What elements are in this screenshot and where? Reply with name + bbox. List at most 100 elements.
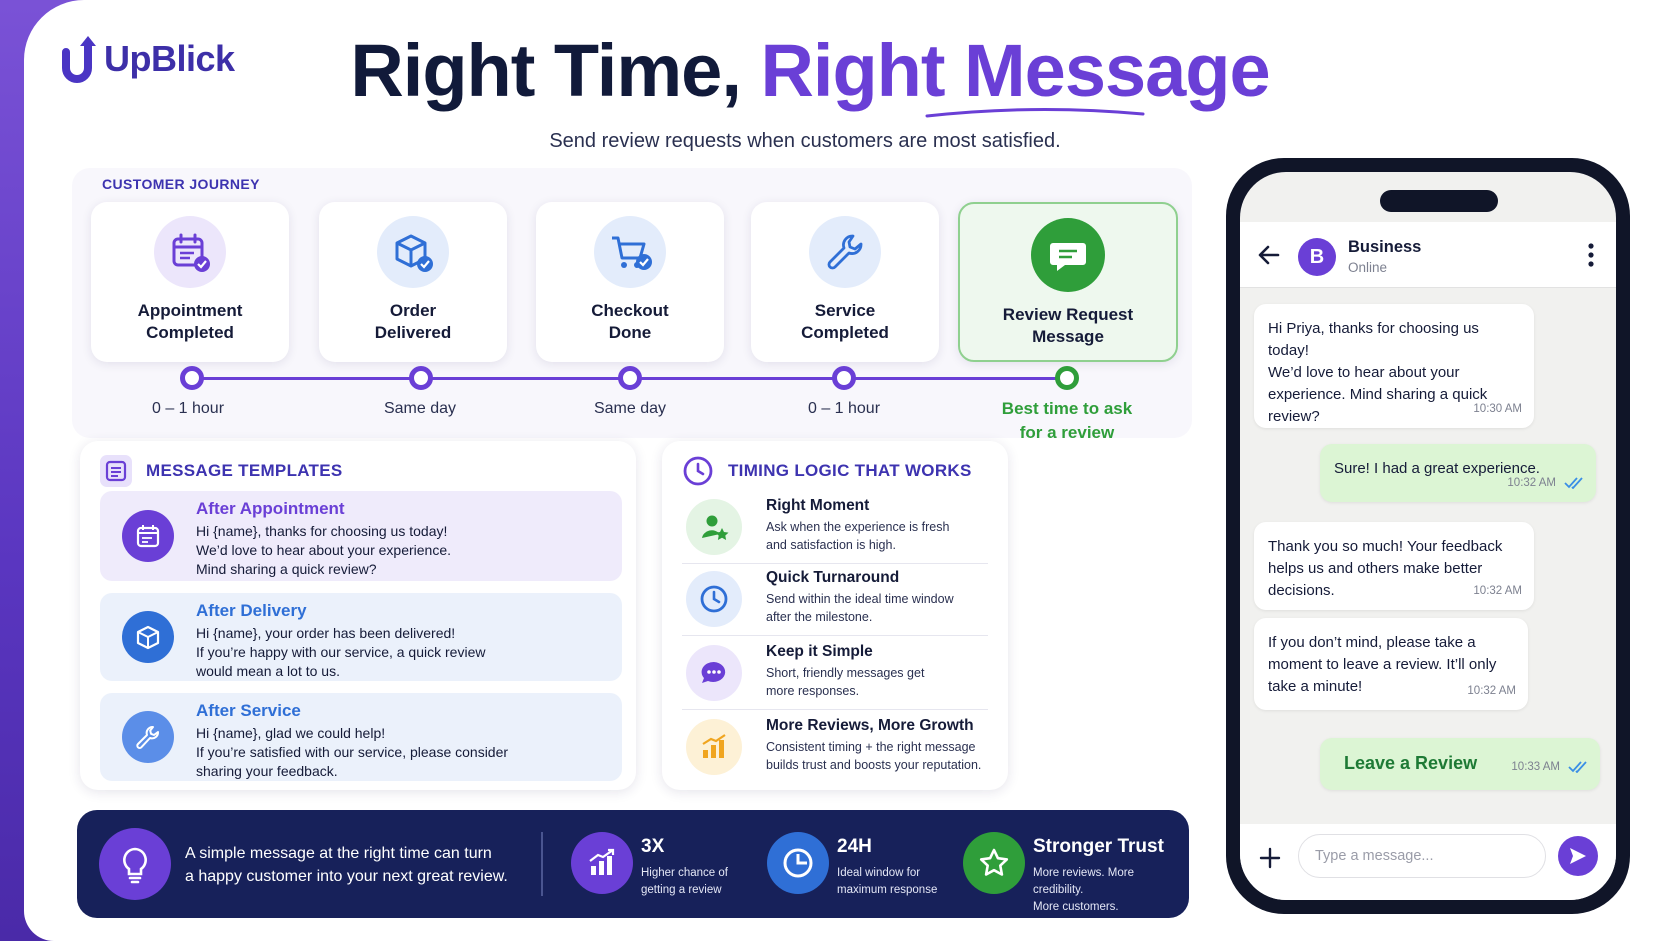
timing-label: Same day <box>383 400 457 417</box>
stat-title: 24H <box>837 836 872 857</box>
template-after-appointment[interactable]: After Appointment Hi {name}, thanks for … <box>100 491 622 581</box>
stage-appointment-completed: Appointment Completed <box>91 202 289 362</box>
templates-icon <box>100 455 132 487</box>
message-time: 10:30 AM <box>1473 403 1522 415</box>
timing-label: 0 – 1 hour <box>807 400 881 417</box>
message-templates-panel: MESSAGE TEMPLATES After Appointment Hi {… <box>80 441 636 790</box>
stat-24h: 24H Ideal window for maximum response <box>767 830 947 898</box>
package-check-icon <box>377 216 449 288</box>
message-time: 10:32 AM <box>1473 585 1522 597</box>
message-input[interactable] <box>1298 834 1546 878</box>
stage-label: Order Delivered <box>374 301 452 342</box>
stat-body: Higher chance of getting a review <box>641 867 728 896</box>
message-text: If you don’t mind, please take a moment … <box>1268 634 1497 695</box>
stage-service-completed: Service Completed <box>751 202 939 362</box>
phone-notch <box>1380 190 1498 212</box>
phone-mockup: B Business Online Hi Priya, thanks for c… <box>1226 158 1630 914</box>
logic-title: Quick Turnaround <box>766 569 900 586</box>
stage-label: Appointment Completed <box>137 301 243 342</box>
timeline-dot <box>409 366 433 390</box>
contact-name: Business <box>1348 238 1422 256</box>
template-body: Hi {name}, your order has been delivered… <box>196 625 486 679</box>
title-part-1: Right Time, <box>350 29 761 112</box>
logic-title: Keep it Simple <box>766 643 873 660</box>
calendar-icon <box>122 510 174 562</box>
template-title: After Appointment <box>196 499 345 518</box>
page-subtitle: Send review requests when customers are … <box>549 130 1061 152</box>
logic-more-reviews: More Reviews, More Growth Consistent tim… <box>682 711 988 781</box>
chat-message-icon <box>1031 218 1105 292</box>
message-text: Thank you so much! Your feedback helps u… <box>1268 538 1503 599</box>
template-body: Hi {name}, glad we could help! If you’re… <box>196 725 509 779</box>
stage-label: Service Completed <box>801 301 889 342</box>
logic-right-moment: Right Moment Ask when the experience is … <box>682 491 988 561</box>
stage-order-delivered: Order Delivered <box>319 202 507 362</box>
message-bubble-incoming: Thank you so much! Your feedback helps u… <box>1254 522 1534 610</box>
template-title: After Service <box>196 701 301 720</box>
cart-check-icon <box>594 216 666 288</box>
back-arrow-icon[interactable] <box>1256 242 1282 268</box>
user-star-icon <box>686 499 742 555</box>
plus-icon[interactable] <box>1258 846 1282 870</box>
title-underline <box>925 107 1145 118</box>
more-options-icon[interactable] <box>1588 242 1594 268</box>
timeline-dot <box>180 366 204 390</box>
contact-avatar: B <box>1298 238 1336 276</box>
bottom-banner: A simple message at the right time can t… <box>77 810 1189 918</box>
message-text: Hi Priya, thanks for choosing us today! … <box>1268 320 1488 425</box>
star-badge-icon <box>963 832 1025 894</box>
message-bubble-incoming: If you don’t mind, please take a moment … <box>1254 618 1528 710</box>
message-time: 10:32 AM <box>1507 472 1584 494</box>
chat-header: B Business Online <box>1240 222 1616 288</box>
package-icon <box>122 611 174 663</box>
message-time: 10:33 AM <box>1511 756 1588 778</box>
stat-body: Ideal window for maximum response <box>837 867 938 896</box>
clock-icon <box>686 571 742 627</box>
stat-stronger-trust: Stronger Trust More reviews. More credib… <box>963 830 1183 913</box>
divider <box>682 709 988 710</box>
wrench-icon <box>809 216 881 288</box>
stat-body: More reviews. More credibility. More cus… <box>1033 867 1134 913</box>
send-button[interactable] <box>1558 836 1598 876</box>
bar-chart-icon <box>686 719 742 775</box>
logic-title: More Reviews, More Growth <box>766 717 974 734</box>
message-text: Sure! I had a great experience. <box>1334 460 1540 477</box>
stage-label: Checkout Done <box>591 301 669 342</box>
banner-divider <box>541 832 543 896</box>
growth-chart-icon <box>571 832 633 894</box>
message-time: 10:32 AM <box>1467 685 1516 697</box>
template-body: Hi {name}, thanks for choosing us today!… <box>196 523 452 577</box>
template-after-delivery[interactable]: After Delivery Hi {name}, your order has… <box>100 593 622 681</box>
banner-message: A simple message at the right time can t… <box>185 845 508 885</box>
title-part-2: Right Message <box>760 29 1270 112</box>
clock-icon <box>683 456 713 486</box>
leave-review-button[interactable]: Leave a Review 10:33 AM <box>1320 738 1600 790</box>
send-icon <box>1570 848 1586 864</box>
stage-checkout-done: Checkout Done <box>536 202 724 362</box>
logic-title: Right Moment <box>766 497 870 514</box>
panel-header: TIMING LOGIC THAT WORKS <box>682 455 972 487</box>
phone-screen: B Business Online Hi Priya, thanks for c… <box>1240 172 1616 900</box>
chat-bubble-icon <box>686 645 742 701</box>
logic-body: Consistent timing + the right message bu… <box>766 740 982 772</box>
template-title: After Delivery <box>196 601 307 620</box>
stage-review-request-message: Review Request Message <box>958 202 1178 362</box>
logic-body: Send within the ideal time window after … <box>766 592 954 624</box>
panel-title: MESSAGE TEMPLATES <box>146 461 343 480</box>
brand-name: UpBlick <box>104 38 235 79</box>
timing-logic-panel: TIMING LOGIC THAT WORKS Right Moment Ask… <box>662 441 1008 790</box>
brand-logo: UpBlick <box>58 34 235 84</box>
timeline-dot <box>832 366 856 390</box>
stage-label: Review Request Message <box>1002 305 1134 346</box>
logic-keep-it-simple: Keep it Simple Short, friendly messages … <box>682 637 988 707</box>
panel-header: MESSAGE TEMPLATES <box>100 455 343 487</box>
timeline-dot-best-time <box>1055 366 1079 390</box>
message-composer <box>1240 824 1616 900</box>
stat-title: 3X <box>641 836 665 857</box>
logic-body: Ask when the experience is fresh and sat… <box>766 520 950 552</box>
contact-status: Online <box>1348 260 1388 275</box>
template-after-service[interactable]: After Service Hi {name}, glad we could h… <box>100 693 622 781</box>
stat-title: Stronger Trust <box>1033 836 1164 857</box>
page-title: Right Time, Right Message <box>0 28 1620 113</box>
divider <box>682 635 988 636</box>
